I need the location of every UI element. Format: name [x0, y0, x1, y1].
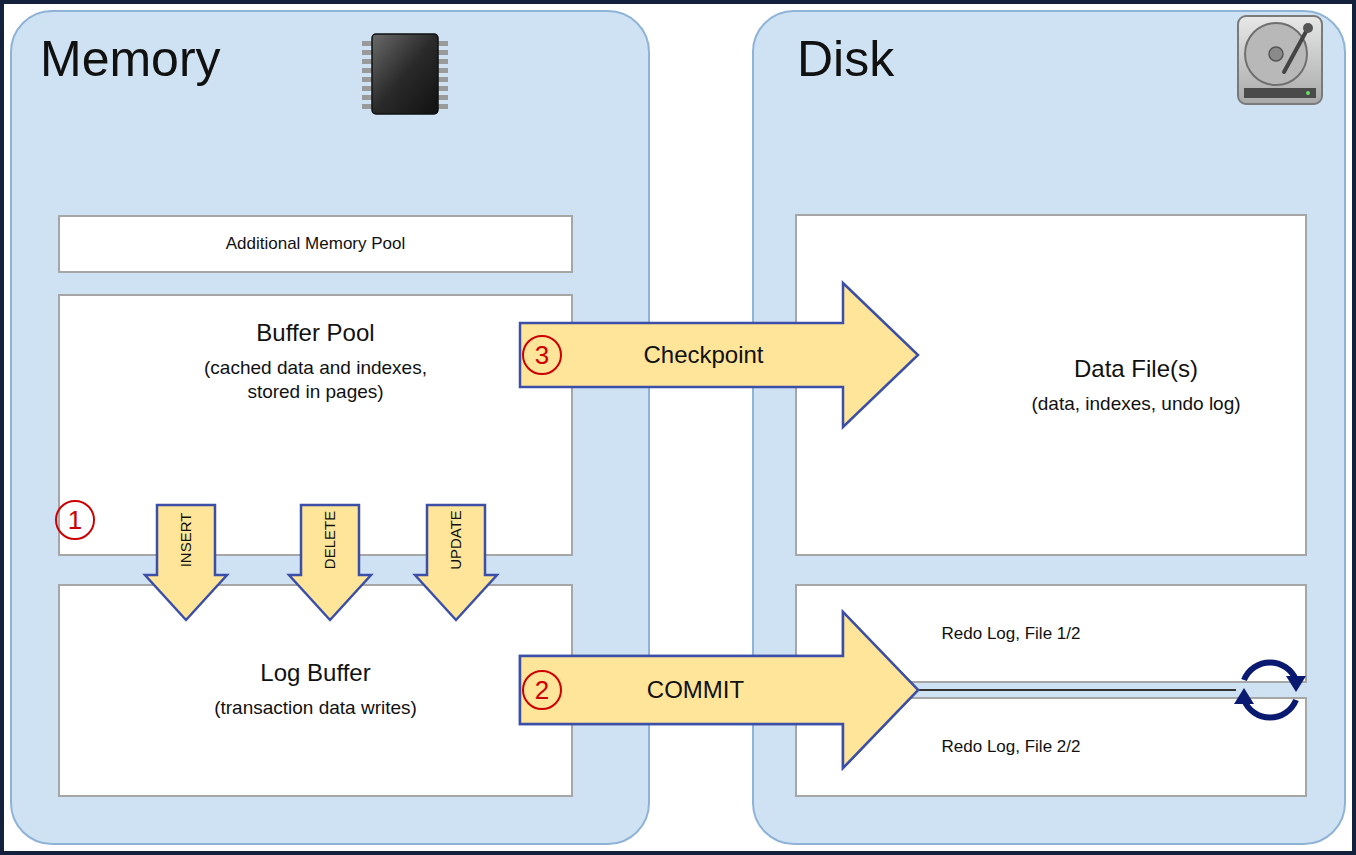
- panel-title: Disk: [797, 32, 894, 87]
- box-title: Additional Memory Pool: [226, 233, 406, 254]
- box-title: Buffer Pool: [256, 318, 374, 348]
- callout-number: 1: [55, 500, 95, 540]
- block-arrow: [145, 505, 227, 620]
- callout-number: 2: [522, 670, 562, 710]
- block-arrow: [520, 612, 918, 768]
- panel-title: Memory: [40, 32, 221, 87]
- callout-number: 3: [522, 335, 562, 375]
- box-title: Redo Log, File 2/2: [942, 736, 1081, 757]
- arrow-label: DELETE: [321, 511, 339, 569]
- arrow-label: COMMIT: [647, 676, 744, 705]
- block-arrow: [520, 612, 918, 768]
- divider-line: [918, 689, 1236, 691]
- block-arrow: [520, 283, 918, 427]
- arrow-label: UPDATE: [447, 510, 465, 570]
- box-note: (transaction data writes): [214, 696, 417, 720]
- box-note: (data, indexes, undo log): [1031, 392, 1240, 416]
- memory-pool-box: Additional Memory Pool: [58, 215, 573, 273]
- cycle-arrows-icon: [1234, 662, 1306, 717]
- block-arrow: [289, 505, 371, 620]
- box-note: (cached data and indexes, stored in page…: [186, 356, 446, 404]
- arrow-label: Checkpoint: [643, 341, 763, 370]
- box-title: Redo Log, File 1/2: [942, 623, 1081, 644]
- arrow-label: INSERT: [177, 513, 195, 568]
- hard-disk-icon: [1238, 16, 1322, 104]
- box-title: Data File(s): [1074, 354, 1198, 384]
- memory-chip-icon: [362, 34, 448, 114]
- log-buffer-box: Log Buffer (transaction data writes): [58, 584, 573, 797]
- block-arrow: [415, 505, 497, 620]
- box-title: Log Buffer: [260, 658, 370, 688]
